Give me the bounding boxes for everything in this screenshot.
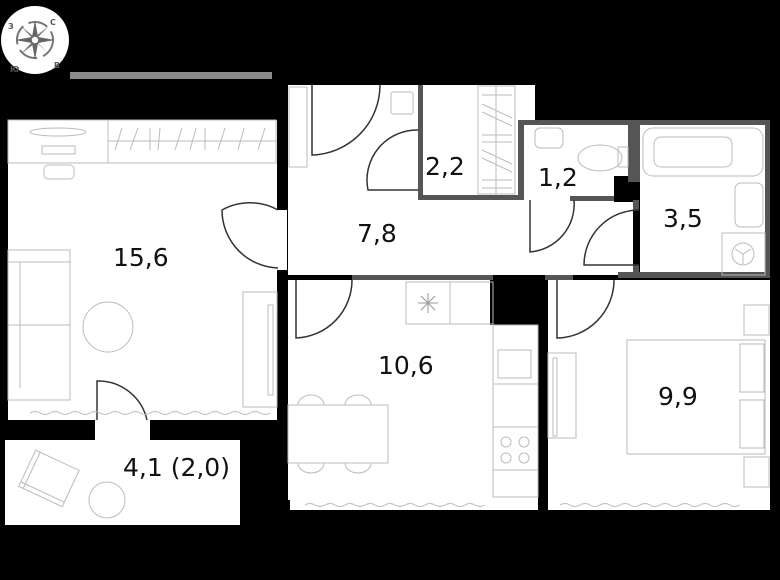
living-room-floor — [8, 120, 277, 420]
closet-floor — [423, 85, 535, 195]
compass-icon — [1, 6, 69, 74]
coffee-table — [82, 301, 134, 353]
room-area-hallway: 7,8 — [357, 219, 397, 248]
bedroom-floor — [548, 280, 770, 510]
room-area-living: 15,6 — [113, 243, 169, 272]
dining-table — [287, 404, 389, 464]
tv-stand — [242, 291, 278, 408]
bed — [626, 339, 766, 455]
toilet-floor — [525, 125, 628, 195]
room-area-bedroom: 9,9 — [658, 382, 698, 411]
compass-east: В — [54, 61, 60, 70]
room-area-balcony: 4,1 (2,0) — [123, 453, 230, 482]
doors — [96, 84, 640, 421]
floor-areas — [5, 85, 770, 525]
bathroom-floor — [640, 125, 768, 272]
kitchen-floor — [288, 280, 490, 510]
room-area-toilet: 1,2 — [538, 163, 578, 192]
compass-north: С — [50, 18, 56, 27]
room-area-closet: 2,2 — [425, 152, 465, 181]
furniture — [7, 85, 770, 519]
compass-bar — [70, 72, 272, 79]
room-area-kitchen: 10,6 — [378, 351, 434, 380]
room-area-bathroom: 3,5 — [663, 204, 703, 233]
compass-west: З — [8, 22, 14, 31]
compass-south: Ю — [10, 65, 19, 74]
